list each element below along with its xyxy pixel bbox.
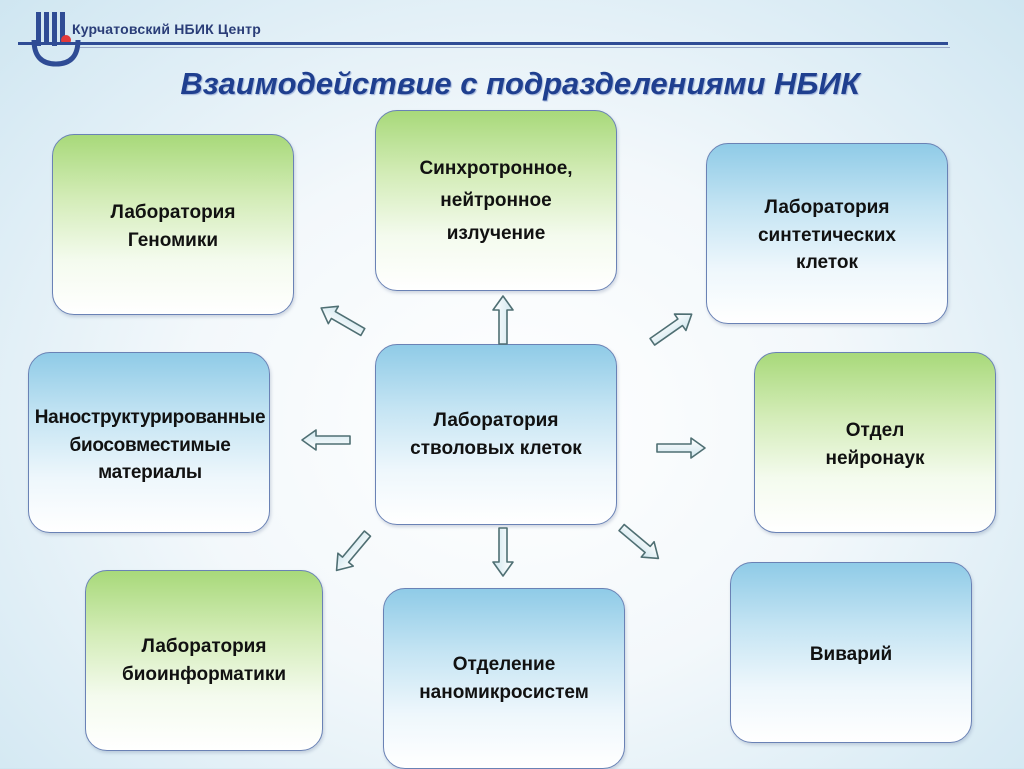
header-divider-thin xyxy=(80,47,950,48)
node-neuroscience-label: Отдел нейронаук xyxy=(825,420,925,469)
node-synthetic-cells: Лаборатория синтетических клеток xyxy=(706,143,948,324)
node-bioinformatics-label: Лаборатория биоинформатики xyxy=(121,635,287,685)
node-genomics: Лаборатория Геномики xyxy=(52,134,294,315)
node-nanostructured-label: Наноструктурированные биосовместимые мат… xyxy=(34,407,266,484)
arrow-to-nanostructured-icon xyxy=(301,429,351,451)
arrow-to-genomics-icon xyxy=(320,305,366,337)
node-nanostructured xyxy=(28,352,270,533)
node-vivarium: Виварий xyxy=(730,562,972,743)
node-synthetic-cells-label: Лаборатория синтетических клеток xyxy=(757,197,896,274)
arrow-to-nanomicrosystems-icon xyxy=(492,527,514,577)
arrow-to-synchrotron-icon xyxy=(492,295,514,345)
arrow-to-neuroscience-icon xyxy=(656,437,706,459)
page-title: Взаимодействие с подразделениями НБИК xyxy=(180,66,860,101)
arrow-to-vivarium-icon xyxy=(618,523,660,560)
node-vivarium-label: Виварий xyxy=(809,644,893,665)
org-name: Курчатовский НБИК Центр xyxy=(72,21,261,37)
header-divider xyxy=(18,42,948,45)
node-synchrotron: Синхротронное, нейтронное излучение xyxy=(375,110,617,291)
kurchatov-logo-icon xyxy=(31,12,81,67)
node-nanomicrosystems: Отделение наномикросистем xyxy=(383,588,625,769)
arrow-to-bioinformatics-icon xyxy=(335,530,372,572)
node-stem-cells: Лаборатория стволовых клеток xyxy=(375,344,617,525)
node-synchrotron-label: Синхротронное, нейтронное излучение xyxy=(419,158,573,244)
node-genomics-label: Лаборатория Геномики xyxy=(110,202,236,251)
header: Курчатовский НБИК Центр xyxy=(0,0,1024,70)
node-bioinformatics: Лаборатория биоинформатики xyxy=(85,570,323,751)
arrow-to-synthetic-icon xyxy=(649,313,693,346)
node-stem-cells-label: Лаборатория стволовых клеток xyxy=(410,409,582,459)
node-neuroscience: Отдел нейронаук xyxy=(754,352,996,533)
node-nanomicrosystems-label: Отделение наномикросистем xyxy=(419,654,589,703)
